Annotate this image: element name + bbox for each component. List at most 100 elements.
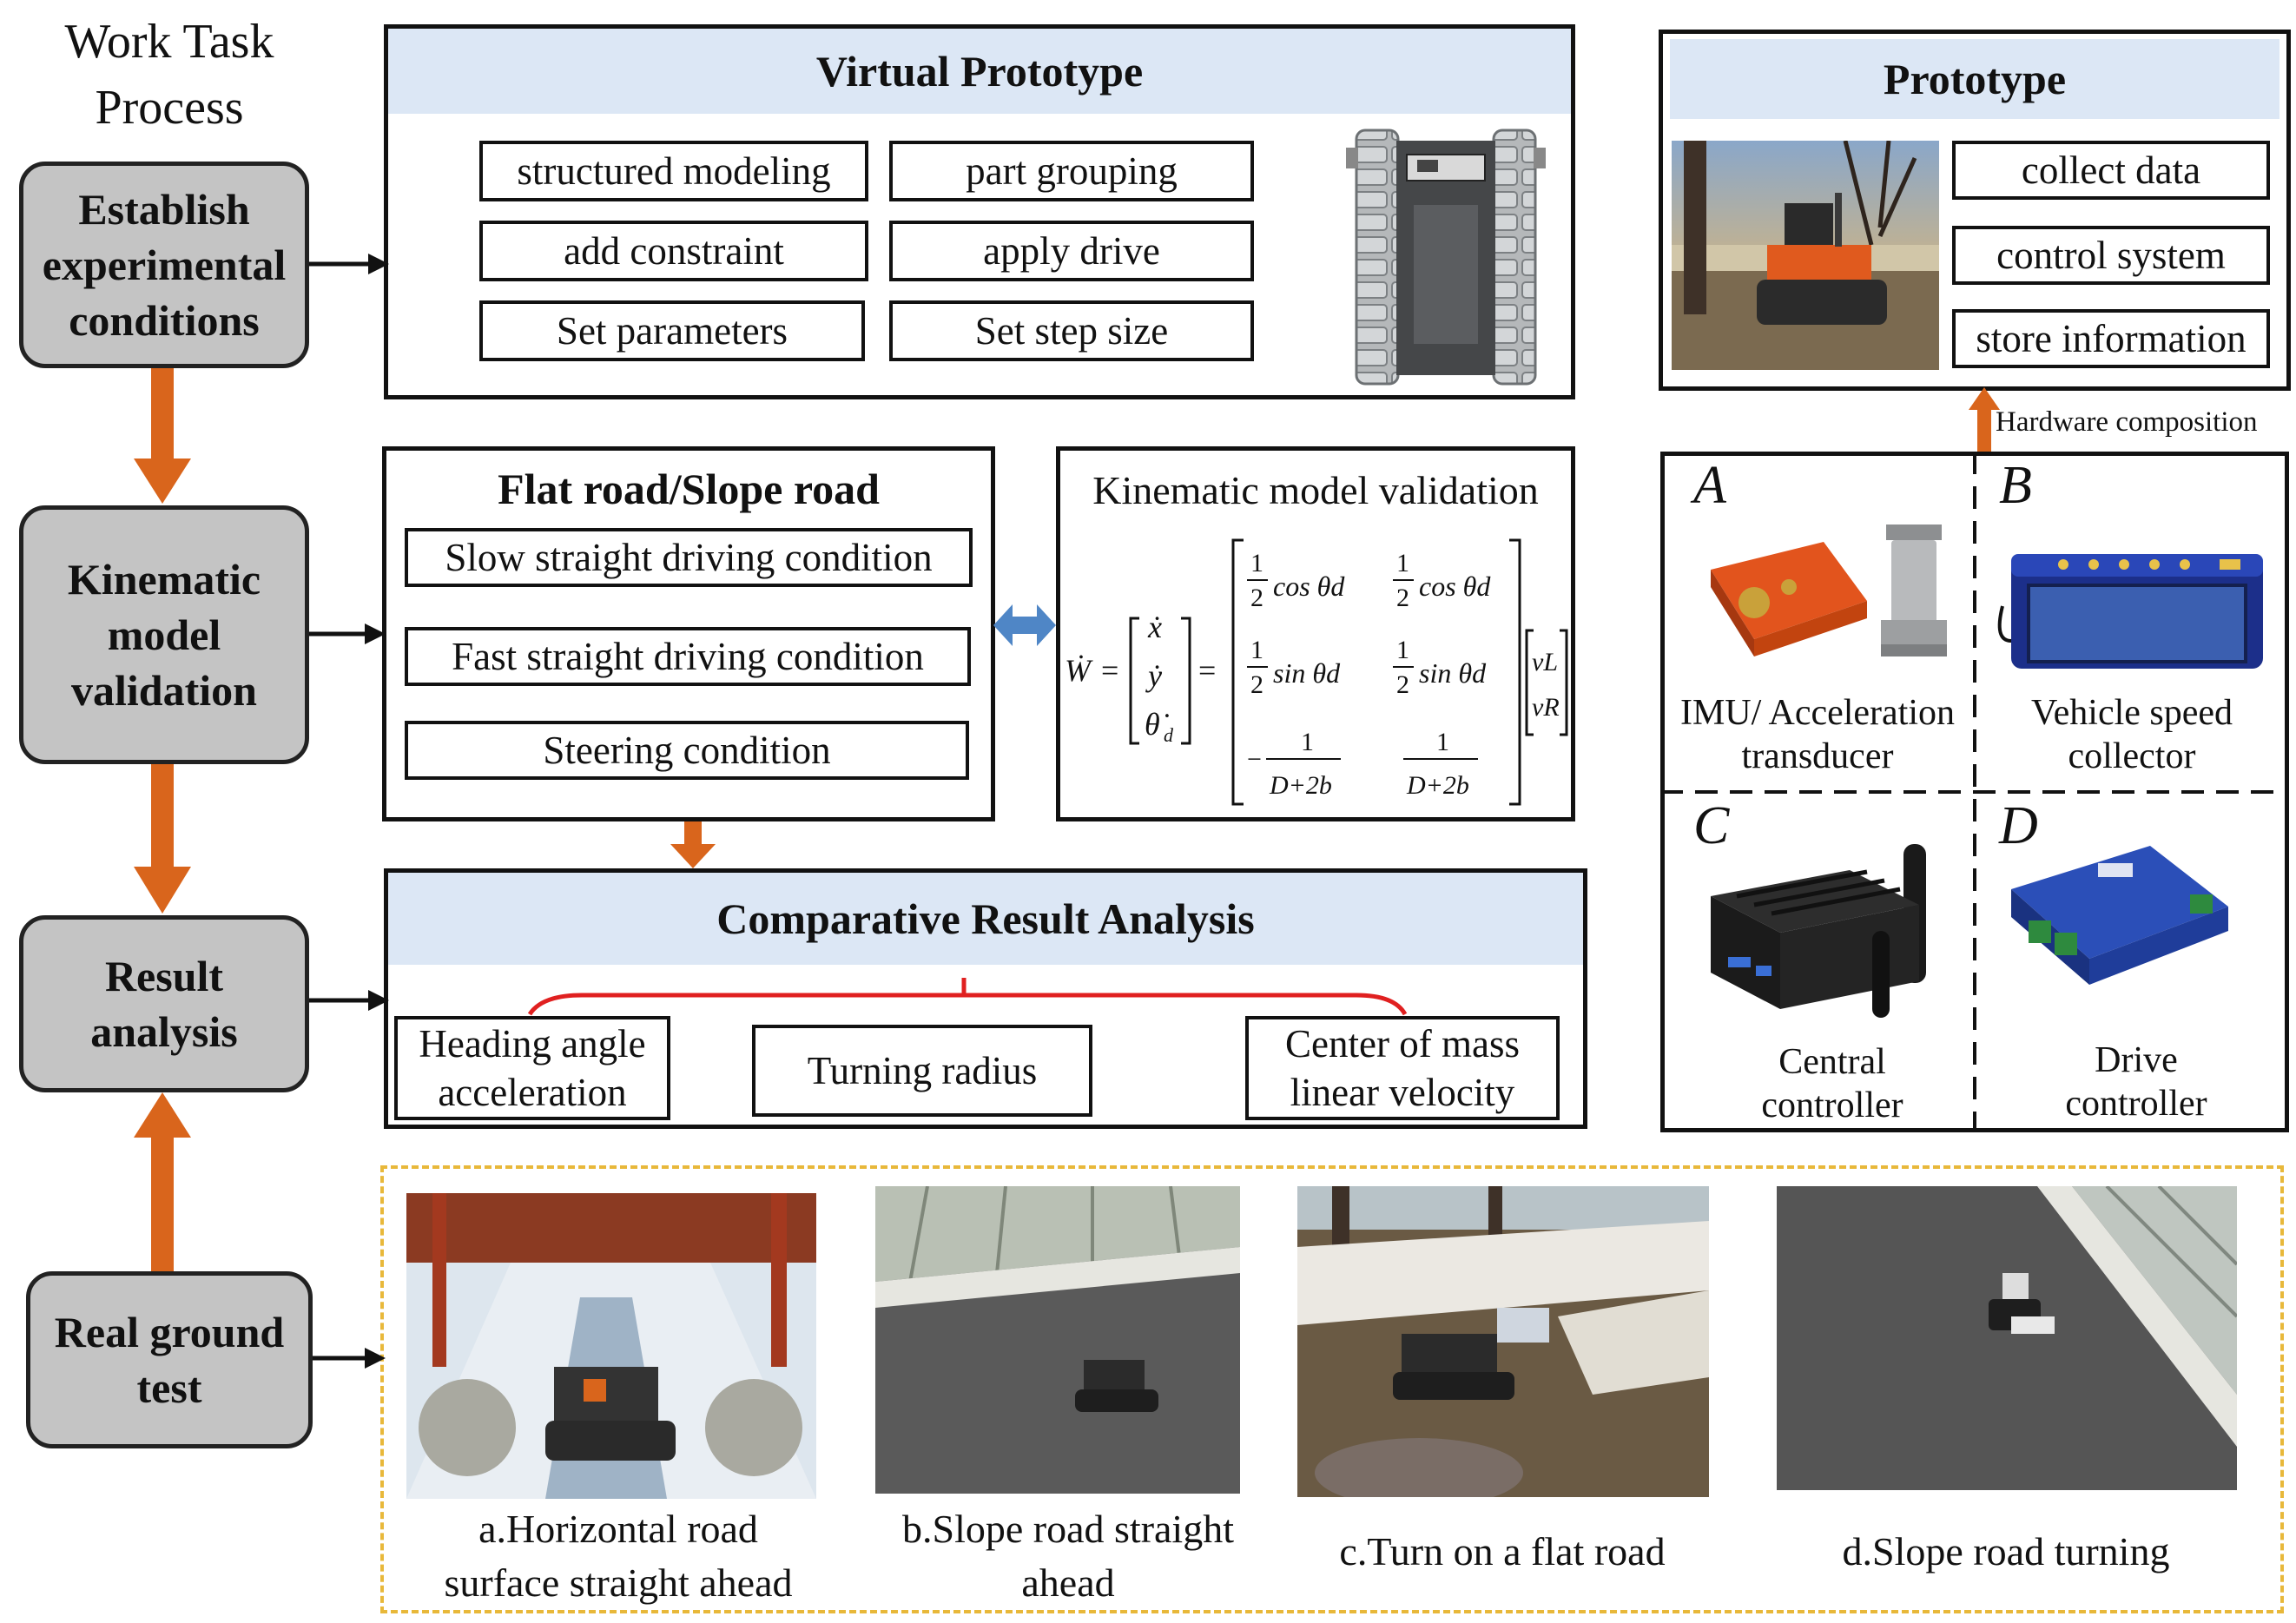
step-part-grouping: part grouping: [889, 141, 1254, 201]
step-add-constraint: add constraint: [479, 221, 868, 281]
hardware-composition-label: Hardware composition: [1996, 406, 2258, 438]
eq-m32-num: 1: [1436, 728, 1449, 756]
stage-line: Establish: [78, 185, 250, 234]
process-title-line1: Work Task: [64, 15, 274, 69]
virtual-robot-model: [1346, 129, 1546, 386]
eq-lhs: Ẇ: [1065, 653, 1093, 688]
process-title: Work Task Process: [17, 9, 321, 141]
prototype-robot-photo: [1672, 141, 1939, 370]
hardware-grid-dividers: [1660, 452, 2289, 1132]
step-set-step-size: Set step size: [889, 300, 1254, 361]
stage-line: validation: [71, 666, 257, 715]
stage-line: test: [136, 1363, 202, 1412]
test-caption-d: d.Slope road turning: [1789, 1525, 2223, 1579]
metric-turning-radius: Turning radius: [752, 1025, 1092, 1117]
hardware-letter-c: C: [1693, 796, 1730, 855]
eq-m21-den: 2: [1250, 670, 1263, 699]
test-photo-slope-turn: [1777, 1186, 2237, 1490]
function-collect-data: collect data: [1952, 141, 2270, 200]
eq-m31-sign: −: [1247, 745, 1262, 774]
arrow-to-conditions: [309, 623, 386, 644]
vehicle-speed-collector-photo: [1997, 554, 2263, 669]
test-photo-horizontal-straight: [406, 1193, 816, 1499]
test-photo-flat-turn: [1297, 1186, 1709, 1497]
eq-m11-num: 1: [1250, 549, 1263, 577]
kinematic-equation: Ẇ = ẋ ẏ θ̇ d = 1 2 cos θd 1 2 cos θd 1 2…: [1065, 538, 1568, 806]
imu-acceleration-photo: [1711, 525, 1947, 656]
stage-line: Result: [104, 952, 224, 1000]
caption-line: d.Slope road turning: [1842, 1529, 2170, 1574]
eq-vec-theta-sub: d: [1164, 724, 1174, 746]
caption-line: ahead: [1021, 1560, 1115, 1605]
stage-line: Real ground: [54, 1308, 285, 1356]
eq-equals-1: =: [1101, 653, 1118, 688]
metric-line: acceleration: [438, 1071, 627, 1114]
eq-m11-den: 2: [1250, 584, 1263, 612]
caption-line: transducer: [1741, 736, 1894, 776]
eq-m22-den: 2: [1396, 670, 1409, 699]
eq-m12-den: 2: [1396, 584, 1409, 612]
eq-m21-num: 1: [1250, 636, 1263, 664]
eq-vl: vL: [1532, 648, 1558, 676]
comparative-bracket: [527, 978, 1408, 1016]
eq-m21-func: sin θd: [1273, 657, 1341, 689]
eq-m32-den: D+2b: [1406, 771, 1469, 800]
caption-line: c.Turn on a flat road: [1339, 1529, 1666, 1574]
metric-line: linear velocity: [1290, 1071, 1515, 1114]
stage-real-ground-test: Real ground test: [26, 1271, 313, 1448]
eq-equals-2: =: [1198, 653, 1216, 688]
arrow-establish-to-kinematic: [134, 368, 191, 504]
stage-line: Kinematic: [67, 555, 261, 604]
kinematic-title: Kinematic model validation: [1092, 468, 1539, 512]
stage-line: model: [107, 610, 221, 659]
prototype-title: Prototype: [1670, 39, 2280, 119]
caption-line: IMU/ Acceleration: [1679, 693, 1956, 733]
caption-line: Vehicle speed: [2030, 693, 2233, 733]
eq-m22-func: sin θd: [1419, 657, 1487, 689]
test-caption-c: c.Turn on a flat road: [1277, 1525, 1728, 1579]
eq-m12-func: cos θd: [1419, 571, 1491, 602]
step-structured-modeling: structured modeling: [479, 141, 868, 201]
ground-test-region: [380, 1165, 2284, 1613]
function-control-system: control system: [1952, 226, 2270, 285]
test-photo-slope-straight: [875, 1186, 1240, 1494]
eq-vr: vR: [1532, 693, 1560, 722]
arrow-test-to-result: [134, 1092, 191, 1271]
hardware-caption-c: Central controller: [1693, 1040, 1971, 1127]
test-caption-b: b.Slope road straight ahead: [860, 1502, 1277, 1610]
step-set-parameters: Set parameters: [479, 300, 865, 361]
condition-slow-straight: Slow straight driving condition: [405, 528, 973, 587]
eq-vec-x: ẋ: [1147, 610, 1162, 644]
eq-m22-num: 1: [1396, 636, 1409, 664]
step-apply-drive: apply drive: [889, 221, 1254, 281]
caption-line: surface straight ahead: [444, 1560, 793, 1605]
hardware-caption-a: IMU/ Acceleration transducer: [1660, 691, 1975, 778]
caption-line: controller: [2065, 1084, 2207, 1124]
central-controller-photo: [1711, 844, 1926, 1018]
arrow-to-virtual-prototype: [309, 254, 389, 274]
condition-fast-straight: Fast straight driving condition: [405, 627, 971, 686]
hardware-caption-d: Drive controller: [1997, 1039, 2275, 1125]
caption-line: controller: [1761, 1085, 1903, 1125]
metric-line: Turning radius: [807, 1049, 1038, 1092]
hardware-caption-b: Vehicle speed collector: [1975, 691, 2289, 778]
stage-establish-conditions: Establish experimental conditions: [19, 162, 309, 368]
eq-vec-y: ẏ: [1145, 658, 1163, 693]
process-title-line2: Process: [95, 81, 244, 135]
drive-controller-photo: [2011, 846, 2228, 985]
eq-m31-num: 1: [1301, 728, 1314, 756]
virtual-prototype-title: Virtual Prototype: [388, 29, 1571, 114]
metric-heading-angle: Heading angle acceleration: [394, 1016, 670, 1120]
double-arrow-conditions-kinematic: [993, 604, 1056, 646]
stage-result-analysis: Result analysis: [19, 915, 309, 1092]
caption-line: b.Slope road straight: [902, 1507, 1234, 1551]
arrow-conditions-to-comparative: [670, 821, 716, 868]
stage-kinematic-validation: Kinematic model validation: [19, 505, 309, 764]
metric-center-of-mass: Center of mass linear velocity: [1245, 1016, 1560, 1120]
arrow-hardware-to-prototype: [1969, 387, 2000, 455]
arrow-kinematic-to-result: [134, 764, 191, 914]
arrow-to-ground-test: [313, 1348, 386, 1369]
caption-line: Drive: [2095, 1040, 2178, 1080]
metric-line: Heading angle: [419, 1022, 646, 1066]
hardware-letter-a: A: [1693, 456, 1726, 515]
